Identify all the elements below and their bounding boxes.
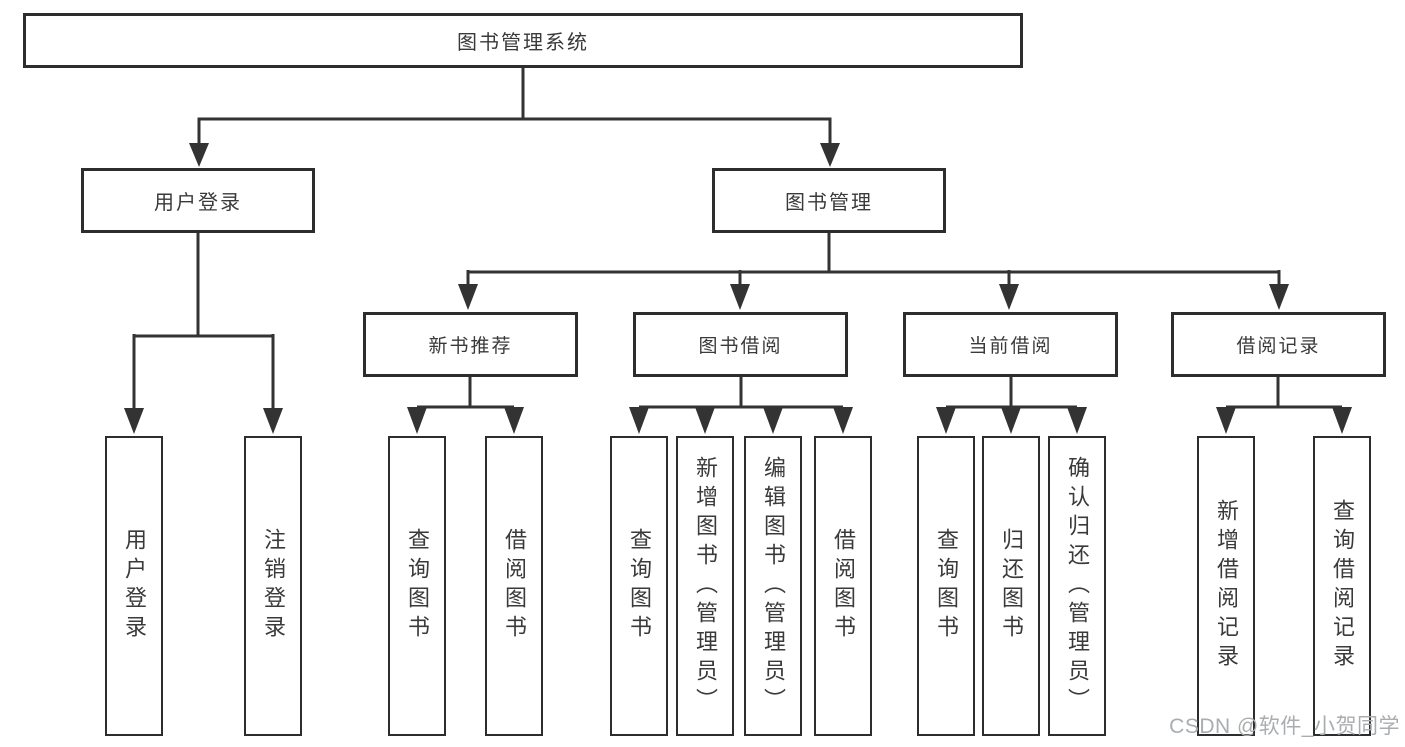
leaf-add-book-admin: 新增图书（管理员） [676,436,734,736]
leaf-query-borrow-record: 查询借阅记录 [1313,436,1371,736]
leaf-edit-book-admin: 编辑图书（管理员） [744,436,802,736]
node-current-borrow: 当前借阅 [903,312,1118,377]
leaf-logout: 注销登录 [244,436,302,736]
leaf-user-login: 用户登录 [105,436,163,736]
watermark: CSDN @软件_小贺同学 [1169,715,1400,738]
leaf-add-borrow-record: 新增借阅记录 [1197,436,1255,736]
leaf-borrow-books-recommend: 借阅图书 [485,436,543,736]
node-new-book-recommend: 新书推荐 [363,312,578,377]
leaf-query-books-current: 查询图书 [917,436,975,736]
node-borrow-records: 借阅记录 [1171,312,1386,377]
leaf-query-books-recommend: 查询图书 [388,436,446,736]
node-book-management: 图书管理 [712,168,946,233]
leaf-borrow-books: 借阅图书 [814,436,872,736]
leaf-confirm-return-admin: 确认归还（管理员） [1048,436,1106,736]
node-root: 图书管理系统 [23,13,1023,68]
node-book-borrow: 图书借阅 [633,312,848,377]
leaf-query-books-borrow: 查询图书 [610,436,668,736]
leaf-return-book: 归还图书 [982,436,1040,736]
node-user-login: 用户登录 [81,168,315,233]
